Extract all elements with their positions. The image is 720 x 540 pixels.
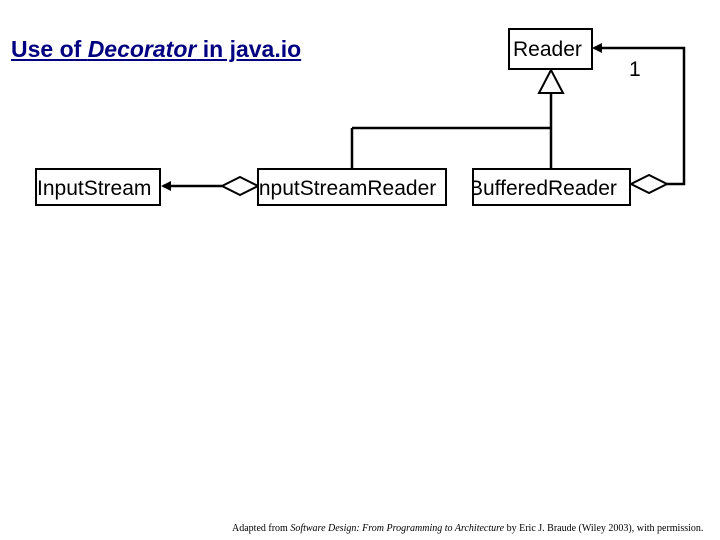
credit-suffix: by Eric J. Braude (Wiley 2003), with per… xyxy=(504,523,704,534)
class-buffered-reader-label: BufferedReader xyxy=(472,177,617,200)
class-reader: Reader xyxy=(508,28,593,70)
class-input-stream-reader: InputStreamReader xyxy=(257,168,447,206)
credit-line: Adapted from Software Design: From Progr… xyxy=(232,523,703,534)
arrowhead-inputstream xyxy=(161,181,171,191)
title-suffix: in java.io xyxy=(196,36,302,62)
inheritance-triangle xyxy=(537,67,565,94)
aggregation-line-reader xyxy=(594,46,686,186)
aggregation-diamond-isr xyxy=(219,175,261,197)
credit-book: Software Design: From Programming to Arc… xyxy=(290,523,505,534)
multiplicity-label: 1 xyxy=(629,58,641,81)
page-title: Use of Decorator in java.io xyxy=(11,36,301,63)
class-input-stream-label: InputStream xyxy=(37,177,152,200)
class-buffered-reader: BufferedReader xyxy=(472,168,631,206)
credit-prefix: Adapted from xyxy=(232,523,291,534)
title-prefix: Use of xyxy=(11,36,88,62)
class-input-stream-reader-label: InputStreamReader xyxy=(257,177,437,200)
aggregation-diamond-br xyxy=(628,173,670,195)
class-input-stream: InputStream xyxy=(35,168,161,206)
title-emphasis: Decorator xyxy=(87,36,197,62)
arrowhead-reader xyxy=(592,43,602,53)
class-reader-label: Reader xyxy=(513,38,582,61)
